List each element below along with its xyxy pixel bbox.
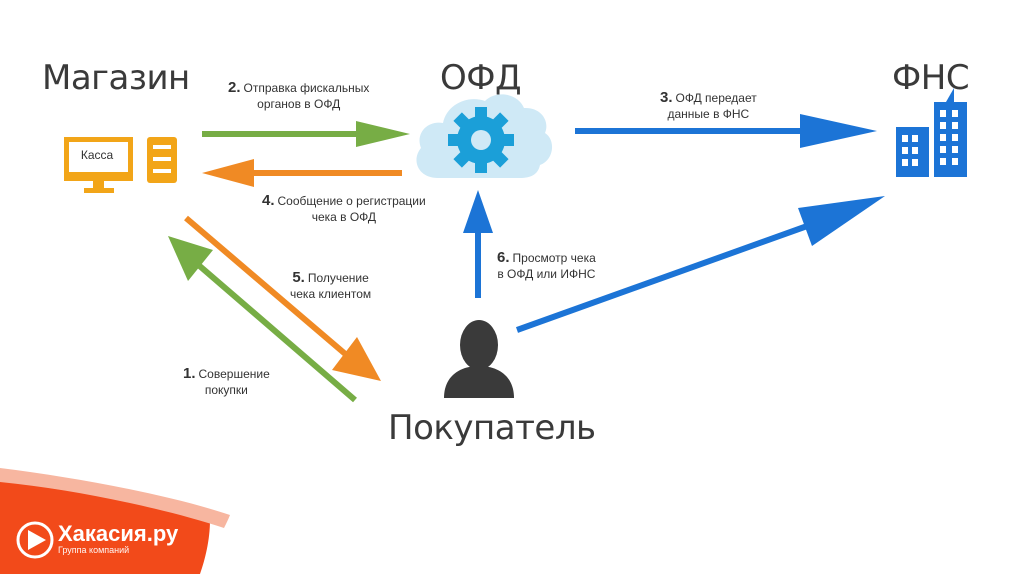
arrow-buyer-to-store (168, 236, 357, 403)
arrow-buyer-to-fns (515, 196, 885, 333)
arrow-ofd-to-fns (575, 114, 877, 148)
brand-name: Хакасия.ру (58, 521, 179, 546)
buildings-icon (896, 88, 967, 177)
brand-logo[interactable]: Хакасия.ру Группа компаний (58, 523, 178, 556)
kassa-label: Касса (80, 148, 114, 162)
arrow-ofd-to-store (202, 159, 402, 187)
arrow-store-to-ofd (202, 121, 410, 147)
step-3-label: 3.ОФД передает данные в ФНС (660, 89, 757, 122)
step-6-label: 6.Просмотр чека в ОФД или ИФНС (497, 249, 596, 282)
ofd-label: ОФД (440, 58, 522, 98)
arrow-store-to-buyer (184, 215, 381, 381)
cash-register-icon (64, 137, 177, 193)
person-icon (444, 320, 514, 398)
store-label: Магазин (42, 58, 190, 98)
arrow-buyer-to-ofd (463, 190, 493, 298)
step-4-label: 4.Сообщение о регистрации чека в ОФД (262, 192, 426, 225)
step-1-label: 1.Совершение покупки (183, 365, 270, 398)
brand-banner (0, 468, 230, 574)
fns-label: ФНС (892, 58, 970, 98)
cloud-gear-icon (416, 94, 553, 178)
step-5-label: 5.Получение чека клиентом (290, 269, 372, 302)
brand-logo-icon (16, 521, 54, 559)
brand-subtitle: Группа компаний (58, 545, 130, 555)
buyer-label: Покупатель (388, 408, 596, 448)
step-2-label: 2.Отправка фискальных органов в ОФД (228, 79, 370, 112)
